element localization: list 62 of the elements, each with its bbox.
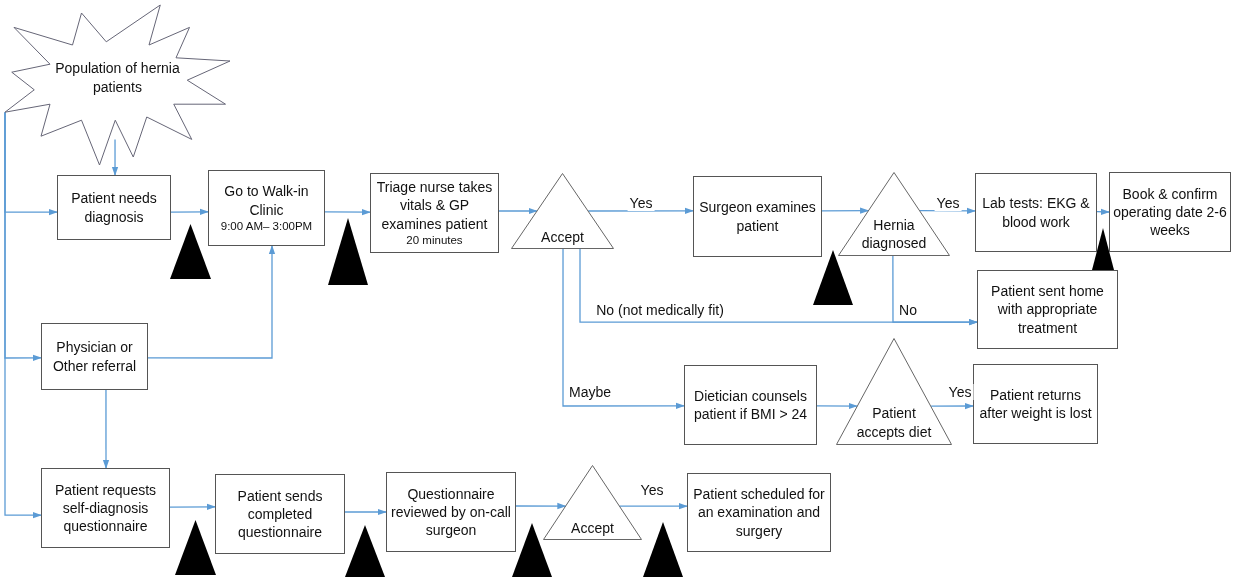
arrow xyxy=(562,248,685,409)
node-text: Accept xyxy=(541,227,584,246)
edge-label: Yes xyxy=(946,384,974,400)
process-box xyxy=(370,173,499,253)
edge-label: Yes xyxy=(638,482,666,498)
process-box xyxy=(684,365,817,445)
node-text: Patient scheduled for an examination and surgery xyxy=(692,485,826,540)
process-box xyxy=(977,270,1118,349)
process-box xyxy=(208,170,325,246)
edge-label: No (not medically fit) xyxy=(594,302,726,318)
process-box xyxy=(1109,172,1231,252)
process-box xyxy=(687,473,831,552)
edge-label: Maybe xyxy=(567,384,613,400)
process-box xyxy=(41,323,148,390)
decision-triangle xyxy=(511,173,614,249)
process-box xyxy=(41,468,170,548)
arrow xyxy=(930,402,974,410)
arrow xyxy=(4,111,42,519)
node-text: Patient sends completed questionnaire xyxy=(236,486,324,542)
arrow xyxy=(169,503,216,511)
arrow xyxy=(587,207,694,215)
node-text: Accept xyxy=(571,518,614,537)
arrow xyxy=(618,503,688,510)
node-text: Lab tests: EKG & blood work xyxy=(981,194,1091,231)
arrow xyxy=(892,255,978,326)
node-text: Triage nurse takes vitals & GP examines patient xyxy=(375,178,494,233)
arrow xyxy=(102,389,110,469)
edge-label: No xyxy=(897,302,919,318)
process-box xyxy=(386,472,516,552)
node-text: Patient returns after weight is lost xyxy=(978,385,1093,423)
arrow xyxy=(324,208,371,216)
node-text: Dietician counsels patient if BMI > 24 xyxy=(692,386,809,424)
arrow xyxy=(816,402,858,410)
node-text: Patient needs diagnosis xyxy=(70,189,158,226)
node-note: 9:00 AM– 3:00PM xyxy=(220,218,313,234)
node-text: Patient accepts diet xyxy=(855,404,933,441)
edge-label: Yes xyxy=(934,195,962,211)
node-text: Physician or Other referral xyxy=(51,338,138,375)
edge-label: Yes xyxy=(627,195,655,211)
process-box xyxy=(973,364,1098,444)
node-note: 20 minutes xyxy=(406,232,463,248)
node-text: Hernia diagnosed xyxy=(860,216,928,253)
process-box xyxy=(975,173,1097,252)
node-text: Patient requests self-diagnosis questionnaire xyxy=(53,480,158,536)
arrow xyxy=(147,245,276,359)
node-text: Go to Walk-in Clinic xyxy=(223,182,310,219)
node-text: Patient sent home with appropriate treatment xyxy=(990,282,1105,337)
process-box xyxy=(57,175,171,240)
node-text: Surgeon examines patient xyxy=(698,198,817,235)
process-box xyxy=(215,474,345,554)
arrow xyxy=(344,508,387,516)
arrow xyxy=(498,207,538,215)
node-text: Questionnaire reviewed by on-call surgeon xyxy=(390,484,512,540)
arrow xyxy=(170,208,209,216)
arrow xyxy=(821,207,870,214)
process-box xyxy=(693,176,822,257)
arrow xyxy=(515,502,567,510)
node-text: Book & confirm operating date 2-6 weeks xyxy=(1113,184,1227,240)
node-text: Population of hernia patients xyxy=(54,59,181,96)
starburst-shape xyxy=(5,5,230,165)
decision-triangle xyxy=(543,465,642,540)
arrow xyxy=(1096,208,1110,215)
